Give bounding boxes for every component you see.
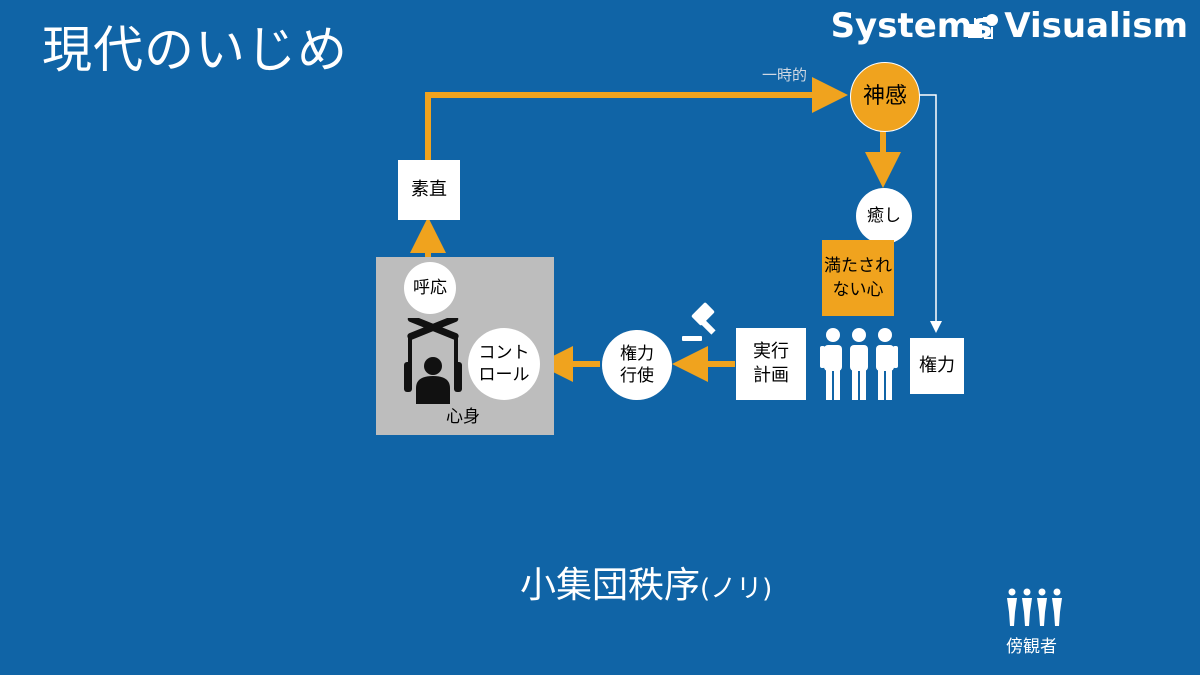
node-mitasarenai-line1: 満たされ — [824, 256, 892, 276]
brand-name: Systems Visualism — [830, 6, 1188, 46]
node-control: コント ロール — [468, 328, 540, 400]
node-kenryoku-label: 権力 — [919, 355, 955, 376]
gavel-icon — [682, 302, 716, 341]
footer-main: 小集団秩序 — [520, 565, 701, 606]
node-koushi-line2: 行使 — [620, 366, 654, 386]
node-mitasarenai-line2: ない心 — [832, 280, 884, 300]
node-iyashi: 癒し — [856, 188, 912, 244]
group-of-people-icon — [820, 328, 898, 400]
node-control-line2: ロール — [478, 365, 530, 385]
node-kenryoku-koushi: 権力 行使 — [602, 330, 672, 400]
edge-shinkan-kenryoku — [918, 94, 942, 333]
edge-label-temporary: 一時的 — [762, 66, 808, 84]
node-jikko-line2: 計画 — [753, 365, 789, 386]
node-iyashi-label: 癒し — [867, 206, 901, 226]
node-kenryoku: 権力 — [910, 338, 964, 394]
brand: Systems Visualism — [831, 6, 1188, 46]
bystanders-icon — [1007, 588, 1062, 626]
node-control-line1: コント — [478, 343, 530, 363]
node-shinkan-label: 神感 — [862, 84, 907, 109]
bystanders-label: 傍観者 — [1006, 637, 1057, 657]
footer-label: 小集団秩序(ノリ) — [520, 556, 772, 608]
node-koushi-line1: 権力 — [620, 344, 654, 364]
node-shinshin: 心身 — [446, 407, 480, 427]
node-sunao: 素直 — [398, 160, 460, 220]
node-jikko-keikaku: 実行 計画 — [736, 328, 806, 400]
footer-sub: (ノリ) — [700, 574, 773, 604]
edge-sunao-shinkan — [425, 77, 848, 160]
puppet-person-icon — [404, 318, 462, 404]
node-kooh-label: 呼応 — [413, 278, 447, 298]
node-mitasarenai: 満たされ ない心 — [822, 240, 894, 316]
page-title: 現代のいじめ — [42, 21, 348, 79]
systems-visualism-logo-icon — [968, 14, 998, 39]
node-jikko-line1: 実行 — [753, 341, 789, 362]
node-shinkan: 神感 — [850, 62, 920, 132]
node-sunao-label: 素直 — [411, 179, 447, 200]
node-kooh: 呼応 — [404, 262, 456, 314]
